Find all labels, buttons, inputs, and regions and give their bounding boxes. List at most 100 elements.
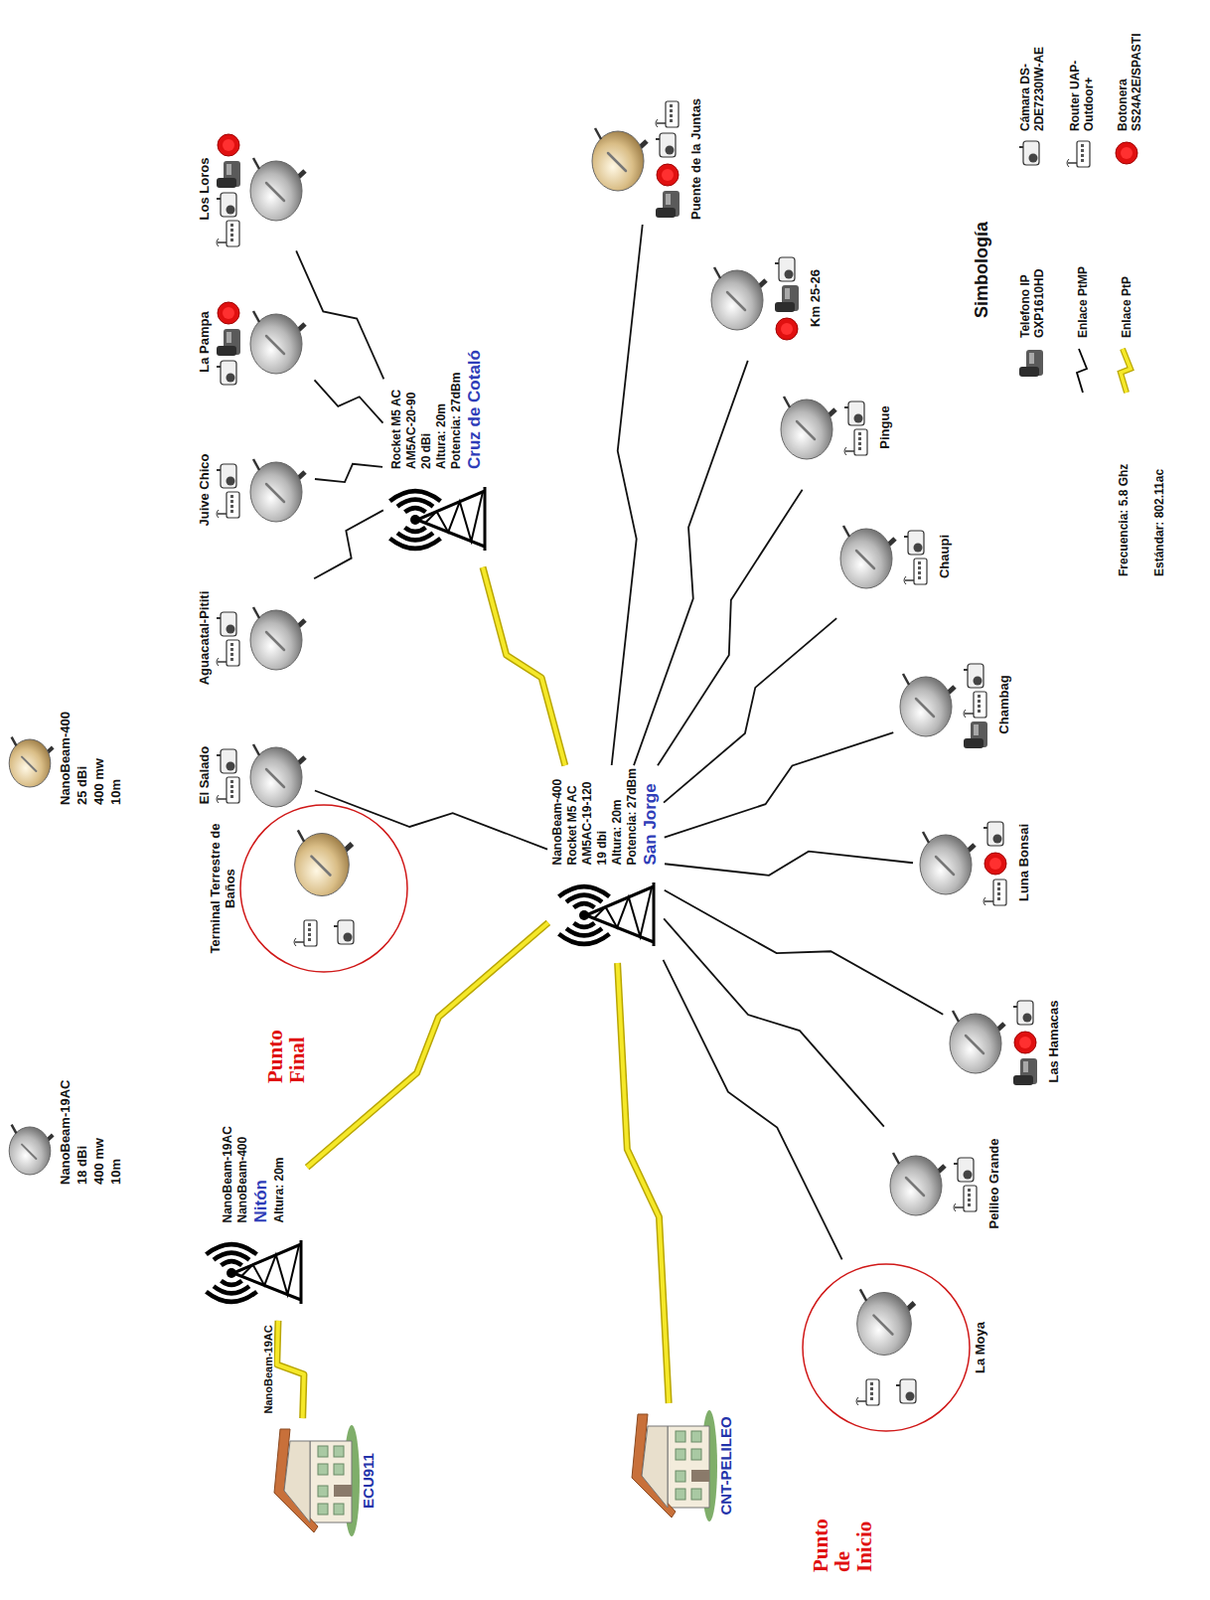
router-body bbox=[226, 220, 240, 247]
phone-screen bbox=[1029, 352, 1035, 364]
camera-mount bbox=[216, 616, 221, 619]
ptmp-link bbox=[314, 790, 548, 850]
router-antenna bbox=[217, 241, 227, 244]
ptmp-line bbox=[314, 790, 548, 850]
router-body bbox=[226, 776, 240, 803]
station-column: Luna Bonsai bbox=[915, 802, 1033, 922]
building-window bbox=[675, 1448, 686, 1460]
button-icon bbox=[656, 163, 679, 186]
router-icon bbox=[963, 691, 987, 718]
dish-reflector bbox=[919, 834, 972, 895]
router-antenna bbox=[857, 1399, 867, 1402]
camera-body bbox=[967, 663, 984, 688]
router-body bbox=[963, 1185, 977, 1211]
router-led bbox=[230, 657, 234, 661]
spec-label: NanoBeam-19AC bbox=[57, 1079, 73, 1185]
ptp-link bbox=[482, 567, 566, 765]
router-body bbox=[1076, 141, 1090, 167]
station-node: Chambag bbox=[896, 644, 1013, 764]
station-node: Chaupi bbox=[836, 496, 953, 616]
router-icon bbox=[216, 491, 240, 518]
router-led bbox=[669, 104, 673, 108]
building-side bbox=[284, 1440, 310, 1522]
phone-handset bbox=[1013, 1074, 1034, 1085]
button-ring bbox=[217, 302, 240, 324]
button-icon bbox=[217, 302, 240, 324]
router-led bbox=[230, 238, 234, 242]
router-led bbox=[858, 437, 862, 441]
dish-reflector bbox=[250, 609, 303, 670]
dish-feed bbox=[266, 335, 285, 354]
ptmp-link bbox=[296, 250, 384, 379]
equipment-spec: Altura: 20m bbox=[272, 1156, 288, 1222]
legend-ptp-sample bbox=[1120, 348, 1131, 393]
ptmp-line bbox=[314, 379, 384, 423]
ptp-outline bbox=[306, 921, 549, 1167]
ptp-core bbox=[1120, 348, 1131, 393]
camera-lens bbox=[992, 834, 1002, 844]
legend-title: Simbología bbox=[971, 221, 993, 318]
equipment-spec: 19 dbi bbox=[595, 830, 610, 866]
ptmp-line bbox=[664, 890, 944, 1015]
phone-handset bbox=[774, 302, 795, 312]
ptmp-line bbox=[663, 617, 837, 802]
router-wave bbox=[983, 897, 986, 906]
station-column: La Moya bbox=[800, 1261, 989, 1433]
radio-wave bbox=[221, 1261, 243, 1266]
dish-feed bbox=[266, 182, 285, 201]
station-icons bbox=[945, 981, 1046, 1101]
router-led bbox=[230, 652, 234, 656]
camera-lens bbox=[664, 145, 674, 154]
router-led bbox=[230, 499, 234, 503]
building-window bbox=[675, 1430, 686, 1442]
building-wall bbox=[667, 1425, 710, 1508]
camera-icon bbox=[333, 919, 354, 944]
legend-text: Enlace PtMP bbox=[1075, 266, 1090, 338]
router-wave bbox=[216, 657, 219, 666]
equipment-spec: Potencia: 27dBm bbox=[449, 372, 464, 469]
router-wave bbox=[216, 238, 219, 247]
station-icons bbox=[212, 430, 312, 550]
building-node: CNT-PELILEO bbox=[617, 1405, 735, 1525]
router-icon bbox=[844, 429, 868, 455]
router-led bbox=[1080, 144, 1084, 148]
camera-icon bbox=[774, 257, 795, 282]
ptp-core bbox=[617, 962, 670, 1403]
station-column: Puente de la Juntas bbox=[588, 96, 705, 222]
station-node: Aguacatal-Pititi bbox=[195, 578, 312, 698]
highlight-ring bbox=[802, 1263, 970, 1431]
building-wall bbox=[309, 1440, 352, 1522]
building-window bbox=[691, 1448, 702, 1460]
station-icons bbox=[212, 129, 312, 249]
tower-lattice bbox=[417, 486, 485, 551]
radio-wave bbox=[221, 1280, 243, 1285]
dish-reflector bbox=[592, 131, 644, 191]
router-led bbox=[1080, 153, 1084, 157]
router-wave bbox=[844, 447, 847, 455]
dish-arm bbox=[893, 1152, 900, 1164]
equipment-spec: NanoBeam-400 bbox=[235, 1136, 251, 1223]
router-wave bbox=[856, 1396, 859, 1405]
station-icons bbox=[212, 715, 312, 835]
router-led bbox=[230, 233, 234, 237]
dish-antenna bbox=[250, 157, 305, 221]
building-window bbox=[675, 1488, 686, 1500]
node-label: Los Loros bbox=[195, 155, 213, 223]
spec-label: Frecuencia: 5.8 Ghz bbox=[1116, 463, 1131, 577]
building-window bbox=[675, 1470, 686, 1482]
camera-body bbox=[337, 919, 354, 944]
dish-feed bbox=[266, 768, 285, 787]
equipment-spec: NanoBeam-19AC bbox=[220, 1125, 236, 1222]
ptmp-line bbox=[663, 959, 843, 1260]
dish-reflector bbox=[250, 461, 303, 522]
ptp-link bbox=[306, 921, 549, 1167]
equipment-spec: AM5AC-19-120 bbox=[580, 780, 596, 865]
router-led bbox=[230, 509, 234, 513]
camera-lens bbox=[225, 205, 235, 215]
router-body bbox=[866, 1378, 880, 1405]
phone-icon bbox=[216, 328, 241, 356]
camera-body bbox=[848, 401, 865, 426]
building-door bbox=[333, 1484, 352, 1497]
dish-arm bbox=[253, 157, 260, 169]
ptmp-link bbox=[663, 917, 885, 1126]
